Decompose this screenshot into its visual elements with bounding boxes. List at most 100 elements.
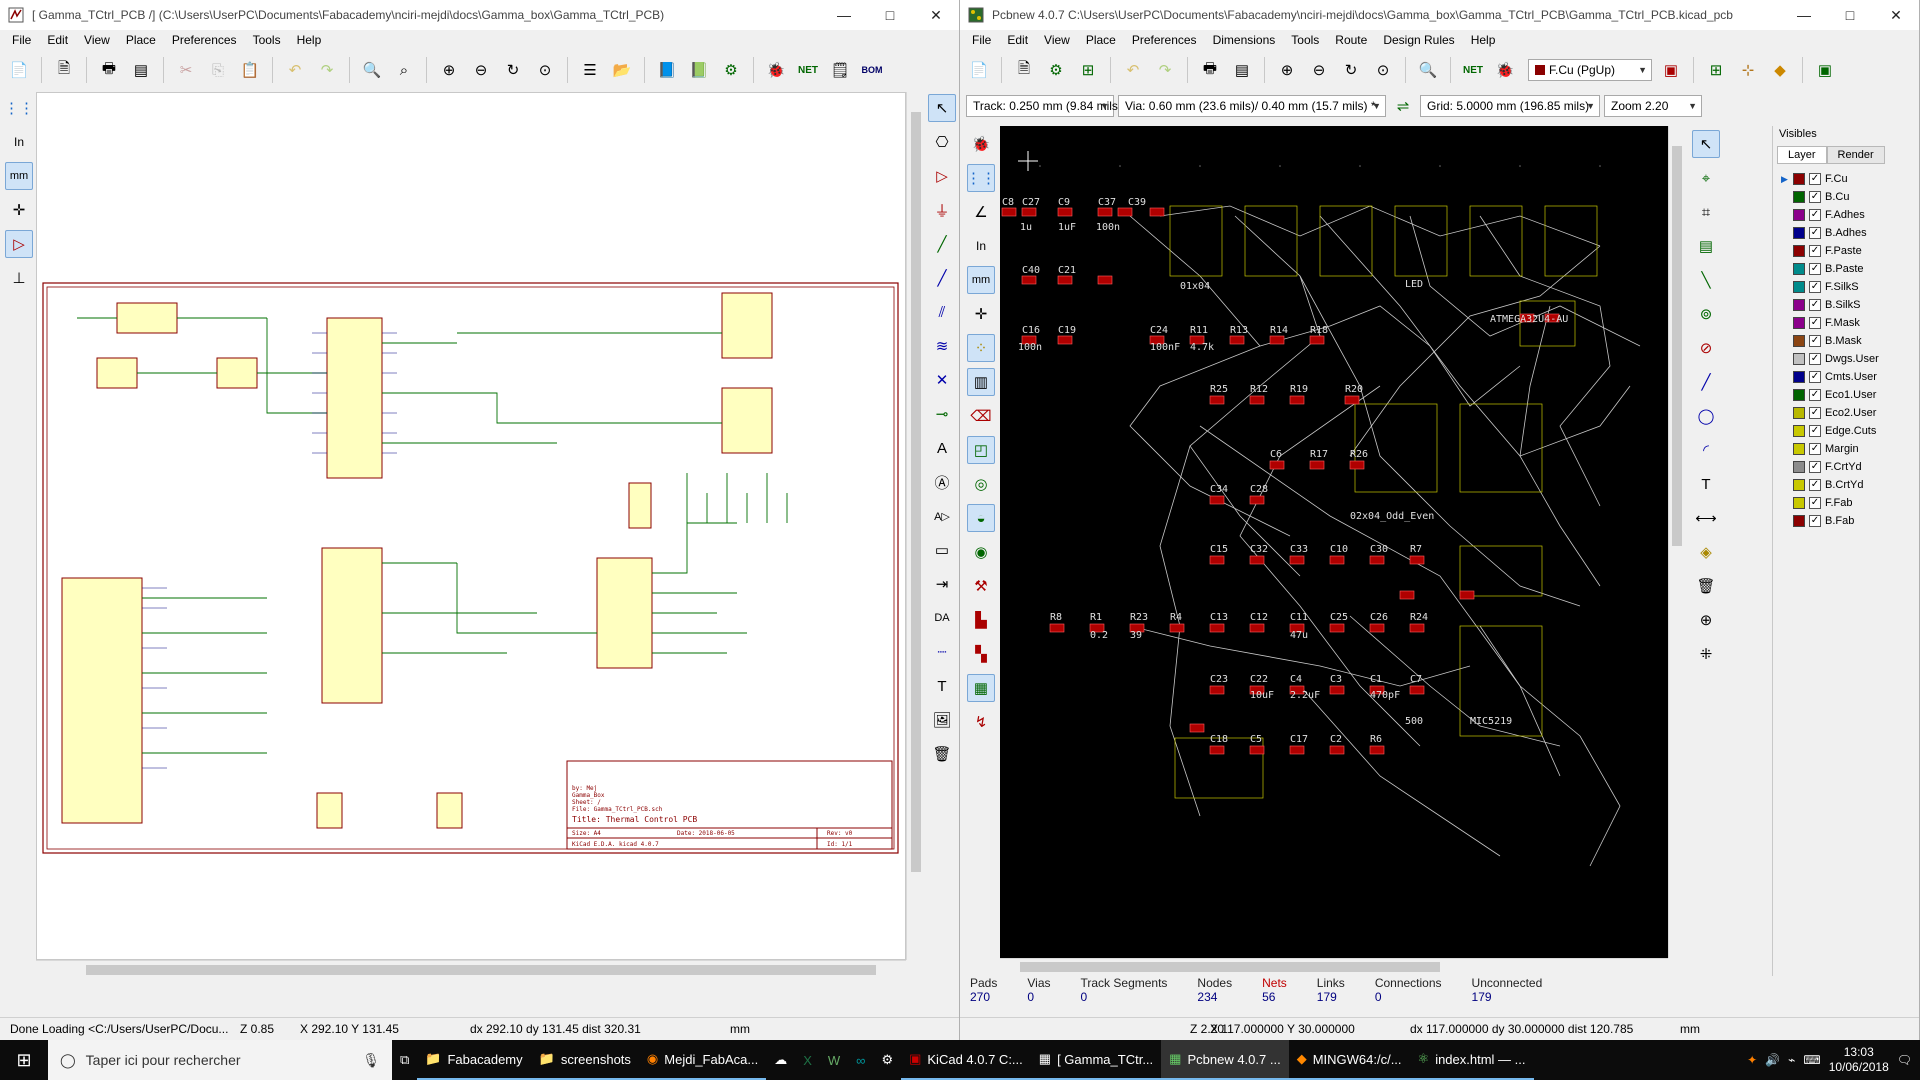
layer-color-swatch[interactable] — [1793, 335, 1805, 347]
menu-dimensions[interactable]: Dimensions — [1212, 33, 1276, 47]
minimize-button[interactable]: — — [1797, 7, 1811, 23]
global-label-icon[interactable]: Ⓐ — [934, 474, 950, 492]
menu-design-rules[interactable]: Design Rules — [1383, 33, 1455, 47]
find-icon[interactable]: 🔍 — [1418, 62, 1438, 79]
layer-row[interactable]: ✓Eco2.User — [1773, 404, 1919, 422]
leave-sheet-icon[interactable]: 📂 — [612, 62, 632, 79]
hier-sheet-icon[interactable]: ▭ — [934, 542, 950, 559]
layer-row[interactable]: ✓Eco1.User — [1773, 386, 1919, 404]
zoom-in-icon[interactable]: ⊕ — [1280, 62, 1294, 79]
schematic-canvas[interactable]: by: Mej Gamma_Box Sheet: / File: Gamma_T… — [36, 92, 906, 960]
inch-units-icon[interactable]: In — [975, 239, 986, 253]
redraw-icon[interactable]: ↻ — [1344, 62, 1358, 79]
layer-color-swatch[interactable] — [1793, 317, 1805, 329]
drc-off-icon[interactable]: 🐞 — [971, 136, 991, 153]
tab-layer[interactable]: Layer — [1777, 146, 1827, 164]
layer-color-swatch[interactable] — [1793, 281, 1805, 293]
pcb-hscroll-thumb[interactable] — [1020, 962, 1440, 972]
via-size-select[interactable]: Via: 0.60 mm (23.6 mils)/ 0.40 mm (15.7 … — [1118, 95, 1386, 117]
network-icon[interactable]: ⌁ — [1788, 1053, 1796, 1067]
cvpcb-icon[interactable]: 🗒 — [830, 62, 850, 79]
junction-icon[interactable]: ⊸ — [935, 406, 949, 423]
layer-row[interactable]: ✓B.Cu — [1773, 188, 1919, 206]
layer-row[interactable]: ✓B.Fab — [1773, 512, 1919, 530]
layer-row[interactable]: ✓F.Fab — [1773, 494, 1919, 512]
add-arc-icon[interactable]: ◜ — [1703, 442, 1709, 459]
layer-row[interactable]: ✓B.Mask — [1773, 332, 1919, 350]
cut-icon[interactable]: ✂ — [179, 62, 193, 79]
menu-help[interactable]: Help — [296, 33, 322, 47]
bus-wire-angle-icon[interactable]: ⊥ — [12, 270, 26, 287]
layer-visibility-checkbox[interactable]: ✓ — [1809, 191, 1821, 203]
layer-color-swatch[interactable] — [1793, 389, 1805, 401]
left-vscroll-thumb[interactable] — [911, 112, 921, 872]
footprint-viewer-icon[interactable]: ⊞ — [1081, 62, 1095, 79]
layer-visibility-checkbox[interactable]: ✓ — [1809, 299, 1821, 311]
layer-row[interactable]: ✓F.Adhes — [1773, 206, 1919, 224]
taskbar-app-fabacademy[interactable]: 📁Fabacademy — [417, 1040, 531, 1080]
wordpress-icon[interactable]: W — [827, 1052, 841, 1068]
net-label-icon[interactable]: A — [936, 439, 947, 457]
layer-visibility-checkbox[interactable]: ✓ — [1809, 263, 1821, 275]
library-editor-icon[interactable]: 📘 — [657, 62, 677, 79]
show-zones-icon[interactable]: ▙ — [975, 612, 987, 629]
import-pin-icon[interactable]: ⇥ — [935, 576, 949, 593]
layer-color-swatch[interactable] — [1793, 461, 1805, 473]
keyboard-icon[interactable]: ⌨ — [1803, 1053, 1821, 1067]
add-text-icon[interactable]: T — [1701, 475, 1711, 493]
zoom-select[interactable]: Zoom 2.20 ▼ — [1604, 95, 1702, 117]
add-pin-icon[interactable]: DA — [934, 612, 950, 624]
menu-view[interactable]: View — [84, 33, 110, 47]
zoom-fit-icon[interactable]: ⊙ — [538, 62, 552, 79]
page-settings-icon[interactable]: 🗎 — [1017, 59, 1031, 77]
bus-entry-icon[interactable]: ⫽ — [938, 303, 946, 321]
add-via-icon[interactable]: ⊚ — [1699, 306, 1713, 323]
place-wire-icon[interactable]: ╱ — [937, 236, 947, 253]
layer-row[interactable]: ✓B.CrtYd — [1773, 476, 1919, 494]
left-horizontal-scrollbar[interactable] — [36, 960, 906, 978]
erc-icon[interactable]: 🐞 — [766, 62, 786, 79]
module-ratsnest-icon[interactable]: ▥ — [967, 368, 995, 396]
settings-app-icon[interactable]: ⚙ — [881, 1052, 894, 1067]
windows-start-icon[interactable]: ⊞ — [16, 1049, 32, 1070]
microwave-icon[interactable]: ⚒ — [974, 578, 988, 595]
auto-delete-track-icon[interactable]: ⌫ — [970, 408, 992, 425]
highlight-net-icon[interactable]: ⎔ — [935, 134, 949, 151]
mm-units-icon[interactable]: mm — [5, 162, 33, 190]
zoom-in-icon[interactable]: ⊕ — [442, 62, 456, 79]
menu-place[interactable]: Place — [1085, 33, 1116, 47]
layer-color-swatch[interactable] — [1793, 191, 1805, 203]
plot-icon[interactable]: ▤ — [1234, 62, 1250, 79]
close-button[interactable]: ✕ — [930, 6, 942, 23]
footprint-editor-icon[interactable]: ⚙ — [1049, 62, 1063, 79]
via-sketch-icon[interactable]: ◎ — [974, 476, 988, 493]
layer-row[interactable]: ✓B.Adhes — [1773, 224, 1919, 242]
layer-color-swatch[interactable] — [1793, 173, 1805, 185]
layer-color-swatch[interactable] — [1793, 263, 1805, 275]
menu-file[interactable]: File — [972, 33, 992, 47]
local-ratsnest-icon[interactable]: ⌗ — [1701, 203, 1711, 221]
scripting-console-icon[interactable]: ▣ — [1817, 62, 1833, 79]
layer-row[interactable]: ✓F.Mask — [1773, 314, 1919, 332]
new-sheet-icon[interactable]: 📄 — [9, 62, 29, 79]
layer-visibility-checkbox[interactable]: ✓ — [1809, 245, 1821, 257]
menu-edit[interactable]: Edit — [1007, 33, 1029, 47]
zone-outline-icon[interactable]: ▚ — [975, 646, 987, 663]
graphic-line-icon[interactable]: ┈ — [937, 644, 947, 661]
layer-color-swatch[interactable] — [1793, 371, 1805, 383]
plot-icon[interactable]: ▤ — [133, 62, 149, 79]
layer-visibility-checkbox[interactable]: ✓ — [1809, 335, 1821, 347]
taskbar-app-pcbnew[interactable]: ▦Pcbnew 4.0.7 ... — [1161, 1040, 1289, 1080]
add-zone-icon[interactable]: ⊘ — [1699, 340, 1713, 357]
menu-file[interactable]: File — [12, 33, 32, 47]
left-vertical-scrollbar[interactable] — [906, 92, 924, 960]
layer-visibility-checkbox[interactable]: ✓ — [1809, 353, 1821, 365]
pcb-vscroll-thumb[interactable] — [1672, 146, 1682, 546]
menu-tools[interactable]: Tools — [1291, 33, 1320, 47]
graphic-text-icon[interactable]: T — [937, 677, 947, 695]
layer-row[interactable]: ✓B.Paste — [1773, 260, 1919, 278]
layer-color-swatch[interactable] — [1793, 353, 1805, 365]
copy-icon[interactable]: ⎘ — [211, 61, 224, 79]
track-sketch-icon[interactable]: ◒ — [967, 504, 995, 532]
volume-icon[interactable]: 🔊 — [1765, 1053, 1781, 1067]
